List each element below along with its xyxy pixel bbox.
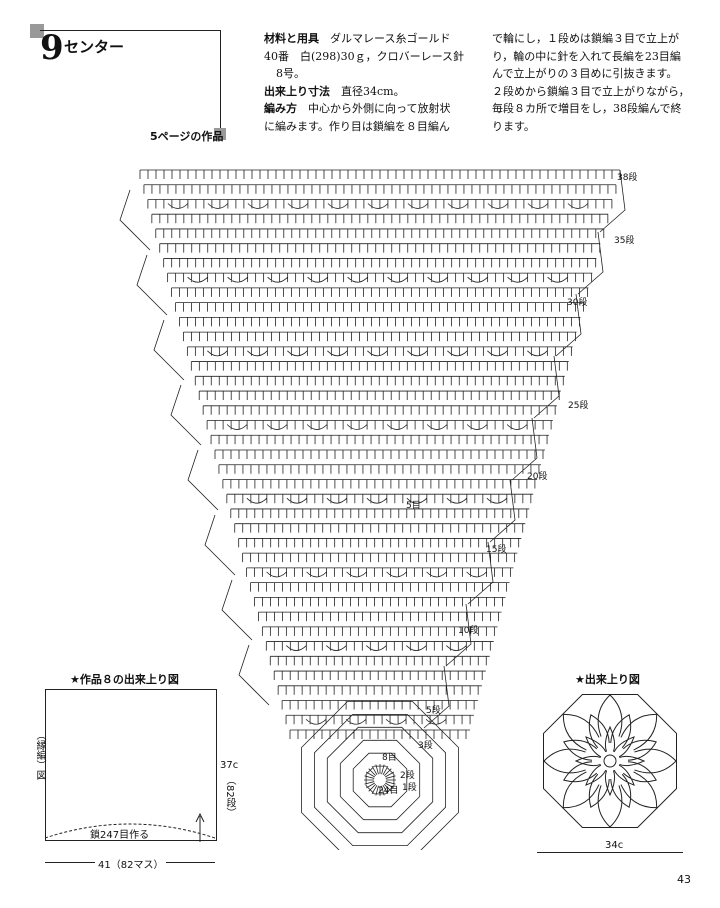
work8-chain-label: 鎖247目作る bbox=[90, 830, 150, 841]
header-box bbox=[40, 30, 221, 139]
materials-text-1: ダルマレース糸ゴールド bbox=[330, 32, 451, 45]
work8-vertical-label: （縁編）図 bbox=[34, 730, 45, 780]
page-number: 43 bbox=[677, 873, 691, 886]
row-label-35: 35段 bbox=[614, 234, 634, 246]
row-label-25: 25段 bbox=[568, 399, 588, 411]
row-label-30: 30段 bbox=[567, 296, 587, 308]
size-text: 直径34cm。 bbox=[341, 84, 405, 98]
method-label: 編み方 bbox=[264, 102, 297, 115]
finished-doily-strokes bbox=[543, 694, 677, 828]
row-label-20: 20段 bbox=[527, 470, 547, 482]
row-label-10: 10段 bbox=[458, 624, 478, 636]
pattern-name: センター bbox=[64, 38, 125, 56]
materials-text-2: 40番 白(298)30ｇ，クロバーレース針 bbox=[264, 49, 465, 63]
work8-outline bbox=[45, 689, 217, 841]
row-label-2: 2段 bbox=[400, 769, 415, 781]
instr-right-6: ります。 bbox=[492, 119, 535, 133]
materials-text-3: 8号。 bbox=[276, 67, 305, 80]
five-stitch-label: 5目 bbox=[406, 500, 421, 511]
finished-width: 34c bbox=[602, 840, 627, 851]
row-label-5: 5段 bbox=[426, 704, 441, 716]
finished-width-line bbox=[537, 852, 683, 853]
work8-height: 37c bbox=[220, 760, 239, 771]
method-text-2: に編みます。作り目は鎖編を８目編ん bbox=[264, 119, 450, 133]
pattern-number: 9 bbox=[40, 28, 64, 68]
row-label-1: 1段 bbox=[402, 781, 417, 793]
crochet-chart: 38段 35段 30段 25段 20段 15段 10段 5段 3段 2段 1段 … bbox=[119, 169, 637, 850]
row-label-38: 38段 bbox=[617, 171, 637, 183]
page-ref-marker bbox=[214, 128, 226, 140]
instr-right-4: ２段めから鎖編３目で立上がりながら， bbox=[492, 84, 690, 98]
finished-title: ★出来上り図 bbox=[575, 673, 640, 686]
chart-strokes bbox=[119, 169, 626, 850]
instr-right-3: んで立上がりの３目めに引抜きます。 bbox=[492, 67, 678, 80]
instructions-left: 材料と用具 ダルマレース糸ゴールド 40番 白(298)30ｇ，クロバーレース針… bbox=[264, 30, 464, 135]
finished-doily-diagram bbox=[543, 694, 677, 828]
work8-title: ★作品８の出来上り図 bbox=[70, 673, 179, 686]
instructions-right: で輪にし，１段めは鎖編３目で立上が り，輪の中に針を入れて長編を23目編 んで立… bbox=[492, 30, 690, 135]
method-text-1: 中心から外側に向って放射状 bbox=[308, 102, 451, 115]
chart-stitch-lines bbox=[119, 169, 626, 850]
work8-width: 41（82マス） bbox=[95, 856, 167, 871]
pattern-number-marker bbox=[30, 24, 44, 38]
page-reference: 5ページの作品 bbox=[150, 130, 224, 143]
center-label: 8目 bbox=[382, 752, 397, 763]
instr-right-1: で輪にし，１段めは鎖編３目で立上が bbox=[492, 32, 679, 45]
row-label-3: 3段 bbox=[418, 739, 433, 751]
work8-arc bbox=[45, 812, 215, 842]
center-label-2: 24目 bbox=[378, 785, 398, 796]
materials-label: 材料と用具 bbox=[264, 32, 319, 45]
work8-height-rows: （82段） bbox=[224, 775, 235, 818]
instr-right-5: 毎段８カ所で増目をし，38段編んで終 bbox=[492, 102, 682, 115]
instr-right-2: り，輪の中に針を入れて長編を23目編 bbox=[492, 49, 681, 63]
row-label-15: 15段 bbox=[486, 543, 506, 555]
size-label: 出来上り寸法 bbox=[264, 84, 330, 98]
finished-doily-lines bbox=[543, 694, 677, 828]
